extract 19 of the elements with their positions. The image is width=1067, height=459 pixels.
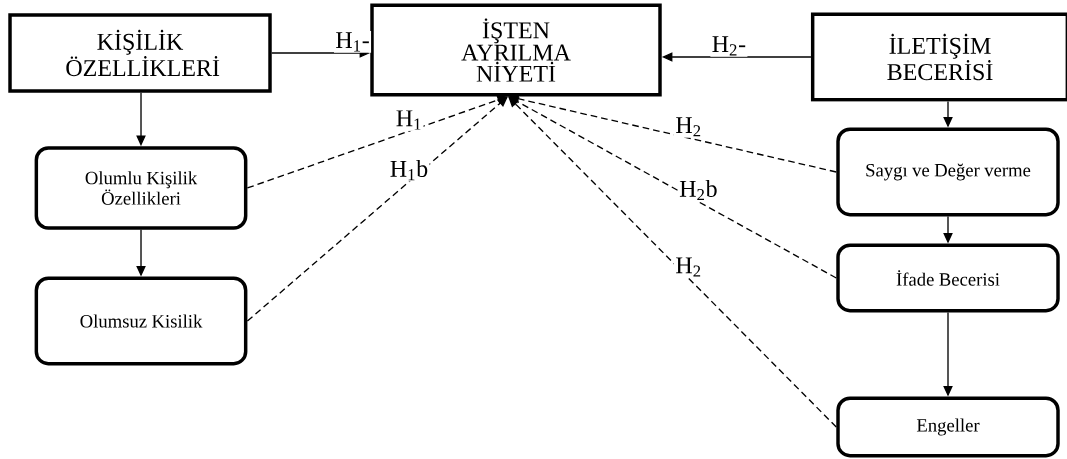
process-box: İLETİŞİM BECERİSİ — [810, 12, 1067, 102]
edge-label: H$_{1}$- — [334, 30, 372, 53]
edge-label: H$_{2}$b — [677, 178, 719, 202]
process-box: İŞTEN AYRILMA NİYETİ — [370, 3, 662, 97]
arrow — [508, 96, 837, 428]
arrow — [508, 94, 837, 173]
process-box: KİŞİLİK ÖZELLİKLERİ — [8, 13, 272, 93]
rounded-box: Saygı ve Değer verme — [836, 127, 1060, 217]
edge-label: H$_{1}$ — [394, 109, 424, 131]
rounded-box: Olumsuz Kisilik — [34, 276, 248, 366]
arrow — [246, 96, 508, 322]
rounded-box: İfade Becerisi — [836, 243, 1060, 313]
rounded-box: Engeller — [836, 396, 1060, 458]
edge-label: H$_{2}$ — [674, 115, 704, 138]
edge-label: H$_{2}$- — [710, 34, 748, 57]
edge-label: H$_{1}$b — [388, 158, 430, 182]
edge-label: H$_{2}$ — [674, 256, 704, 278]
arrow — [246, 95, 508, 189]
rounded-box: Olumlu Kişilik Özellikleri — [34, 146, 248, 230]
